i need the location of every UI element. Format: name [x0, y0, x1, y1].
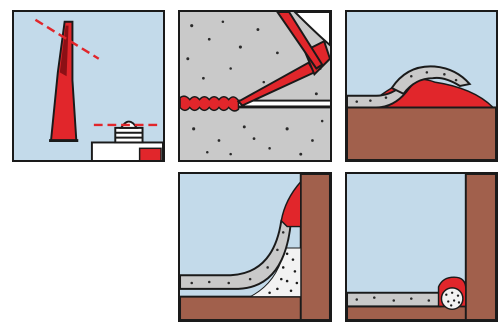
panel-step-4-corner-joint: [178, 172, 332, 322]
panel-step-5-backer-rod: [345, 172, 498, 322]
concrete-speckles: [190, 231, 285, 285]
nozzle-stripe: [276, 12, 324, 70]
sealant-bead: [180, 95, 240, 112]
wood-wall: [464, 174, 496, 320]
backfill-dots: [268, 252, 299, 295]
wood-wall: [299, 174, 330, 320]
panel-step-1-cut-nozzle: [12, 10, 165, 162]
concrete-top: [390, 65, 472, 96]
step-2-illustration: [180, 12, 330, 160]
caulking-gun: [293, 12, 330, 47]
sealant-red: [280, 179, 302, 228]
backer-rod-dots: [445, 291, 461, 307]
concrete-speckles: [355, 296, 431, 302]
step-4-illustration: [180, 174, 330, 320]
step-5-illustration: [347, 174, 496, 320]
cartridge-thread: [114, 126, 144, 144]
backfill: [249, 247, 302, 298]
panel-step-3-sealed-joint: [345, 10, 498, 162]
concrete-speckles: [186, 20, 324, 156]
cut-line-diagonal: [34, 18, 100, 60]
backer-rod: [440, 287, 464, 311]
step-3-illustration: [347, 12, 496, 160]
wood-floor: [347, 106, 496, 160]
panel-step-2-apply-sealant: [178, 10, 332, 162]
concrete-speckles: [355, 71, 458, 103]
crack-inner: [238, 101, 330, 106]
step-1-illustration: [14, 12, 163, 160]
cartridge-seal: [138, 147, 162, 160]
